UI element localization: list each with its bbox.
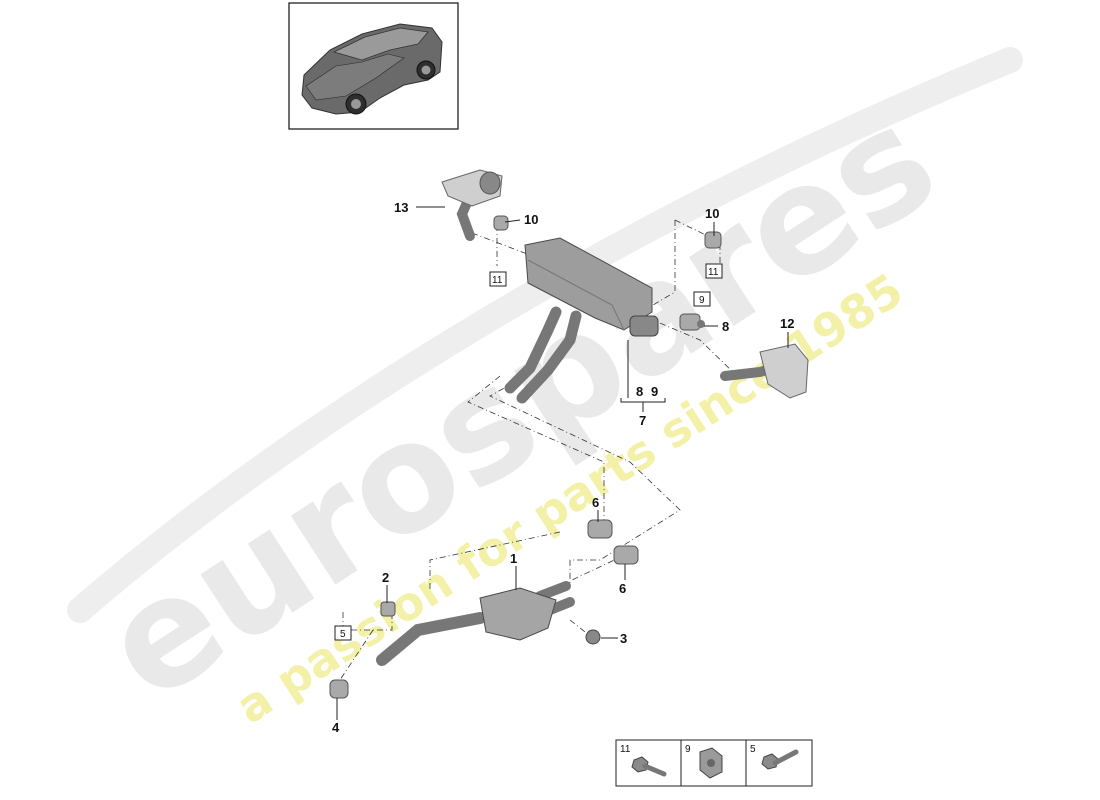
assembly-lines: [339, 219, 736, 681]
legend-cell-9: 9: [685, 744, 723, 779]
watermark: eurospares a passion for parts since 198…: [67, 47, 1023, 735]
callout-13: 13: [394, 200, 408, 215]
callout-3: 3: [620, 631, 627, 646]
hex-bolt-icon: [631, 756, 667, 777]
legend-cell-5: 5: [750, 744, 799, 770]
callout-8-group: 8: [636, 384, 643, 399]
boxed-callout-11-left-label: 11: [492, 275, 503, 286]
boxed-callout-11-right-label: 11: [708, 267, 719, 278]
callout-10-right: 10: [705, 206, 719, 221]
nut-3: [585, 629, 601, 645]
callout-1: 1: [510, 551, 517, 566]
callout-6-upper: 6: [592, 495, 599, 510]
clamp-8: [679, 313, 705, 331]
callout-2: 2: [382, 570, 389, 585]
legend-label-11: 11: [620, 744, 631, 755]
boxed-callout-9-label: 9: [699, 295, 705, 306]
callouts: 13 10 11 10 11 9 8 12 8 9 7 6 6 1 2 5 3 …: [332, 200, 794, 735]
callout-8-right: 8: [722, 319, 729, 334]
boxed-callout-9: 9: [693, 291, 711, 307]
tail-pipe-left: [441, 169, 503, 241]
callout-6-lower: 6: [619, 581, 626, 596]
fastener-legend: 11 9 5: [615, 739, 813, 787]
hex-nut-icon: [699, 747, 723, 779]
callout-7: 7: [639, 413, 646, 428]
rear-muffler: [504, 237, 659, 404]
callout-9-group: 9: [651, 384, 658, 399]
boxed-callout-11-right: 11: [705, 263, 723, 279]
hex-bolt-icon: [761, 749, 799, 770]
boxed-callout-5-label: 5: [340, 629, 346, 640]
boxed-callout-5: 5: [334, 625, 352, 641]
suv-icon: [301, 23, 443, 115]
clamp-10-left: [493, 215, 509, 231]
boxed-callout-11-left: 11: [489, 271, 507, 287]
front-muffler: [376, 581, 575, 666]
legend-label-5: 5: [750, 744, 756, 755]
clamp-6-upper: [587, 519, 613, 539]
tail-pipe-right: [720, 343, 809, 399]
callout-10-left: 10: [524, 212, 538, 227]
vehicle-thumbnail: [288, 2, 459, 130]
clamp-6-lower: [613, 545, 639, 565]
leader-lines: [336, 206, 789, 720]
callout-12: 12: [780, 316, 794, 331]
clamp-10-right: [704, 231, 722, 249]
legend-label-9: 9: [685, 744, 691, 755]
callout-4: 4: [332, 720, 340, 735]
legend-cell-11: 11: [620, 744, 667, 777]
clamp-4: [329, 679, 349, 699]
bracket-2: [380, 601, 396, 617]
